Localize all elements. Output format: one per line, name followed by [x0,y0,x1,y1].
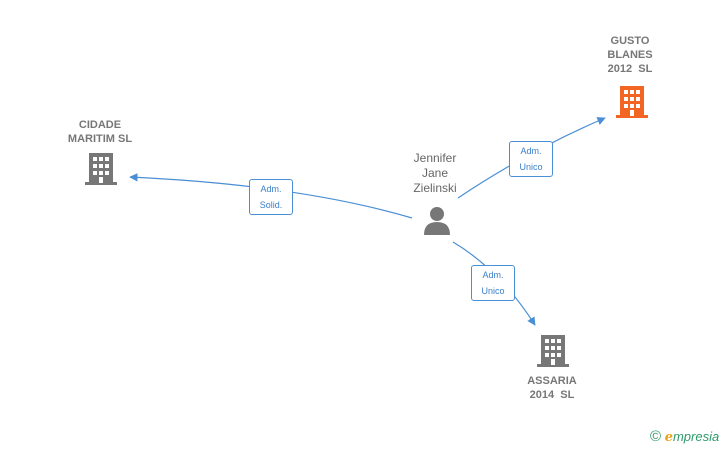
edge-label-line: Unico [519,162,543,172]
label-line: Jane [421,166,449,180]
brand-logo: © empresia [650,428,719,445]
building-icon[interactable] [615,85,649,119]
company-label-assaria[interactable]: ASSARIA 2014 SL [507,374,597,402]
edge-label-line: Adm. [260,184,282,194]
label-line: 2014 SL [529,389,575,401]
label-line: MARITIM SL [67,133,133,145]
label-line: 2012 SL [607,63,653,75]
edge-label-line: Adm. [482,270,504,280]
company-label-cidade-maritim[interactable]: CIDADE MARITIM SL [55,118,145,146]
brand-name: mpresia [672,429,720,444]
label-line: CIDADE [78,119,122,131]
edge-label-line: Unico [481,286,505,296]
building-icon[interactable] [536,334,570,368]
company-label-gusto-blanes[interactable]: GUSTO BLANES 2012 SL [585,34,675,76]
label-line: Jennifer [413,151,457,165]
label-line: ASSARIA [527,375,577,387]
edge-label-adm-solid-cidade[interactable]: Adm. Solid. [249,179,293,215]
label-line: Zielinski [413,181,457,195]
brand-initial: e [664,430,673,445]
edge-label-line: Solid. [259,200,283,210]
label-line: BLANES [607,49,653,61]
edge-label-line: Adm. [520,146,542,156]
building-icon[interactable] [84,152,118,186]
edge-label-adm-unico-assaria[interactable]: Adm. Unico [471,265,515,301]
label-line: GUSTO [610,35,650,47]
copyright-icon: © [650,428,662,445]
person-label-jennifer-zielinski[interactable]: Jennifer Jane Zielinski [395,151,475,196]
edge-label-adm-unico-gusto[interactable]: Adm. Unico [509,141,553,177]
person-icon[interactable] [422,205,452,235]
